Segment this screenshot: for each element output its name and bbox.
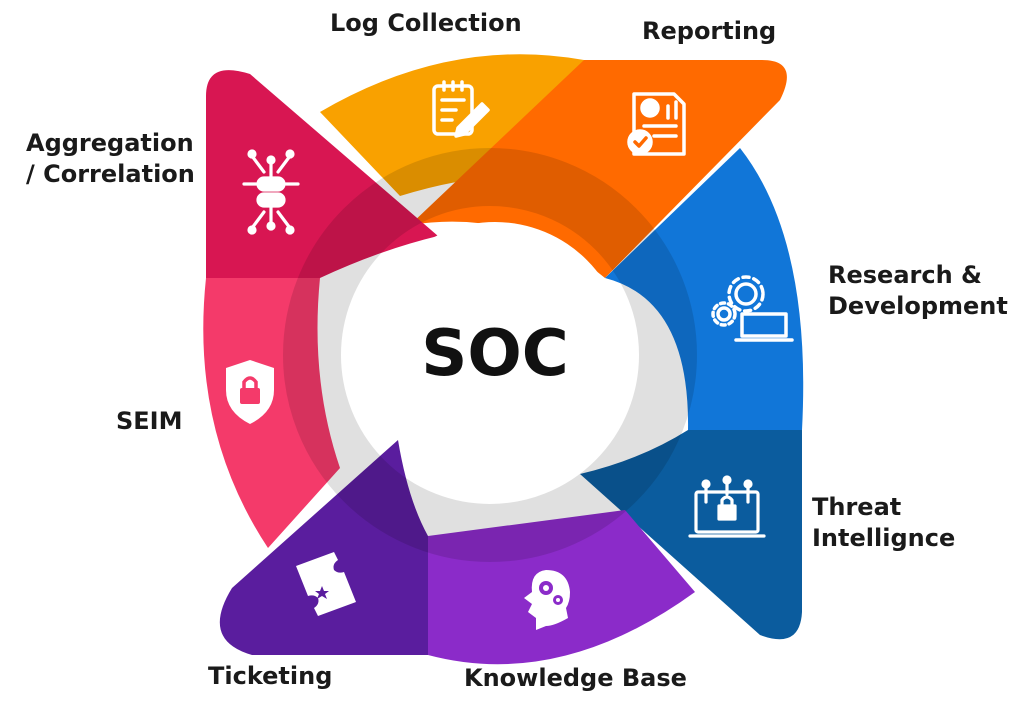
gears-laptop-icon [711,275,794,342]
shield-lock-icon [226,360,274,424]
label-aggregation-correlation: Aggregation / Correlation [26,129,195,188]
report-document-icon [627,92,686,156]
label-log-collection: Log Collection [330,9,522,37]
segment-ticketing [219,440,428,655]
center-circle [365,222,625,482]
label-knowledge-base: Knowledge Base [464,664,687,692]
label-reporting: Reporting [642,17,777,45]
label-ticketing: Ticketing [208,662,333,690]
center-label: SOC [421,317,568,391]
segment-research-development [605,148,804,430]
label-threat-intelligence: Threat Intellignce [812,493,956,552]
inner-ring [283,148,697,562]
label-research-development: Research & Development [828,261,1008,320]
checklist-pen-icon [432,80,490,138]
segment-seim [203,278,340,548]
head-gears-icon [524,570,570,630]
segment-aggregation-correlation [206,70,438,278]
laptop-lock-network-icon [688,475,766,538]
ticket-icon [296,552,356,616]
server-network-icon [242,149,300,235]
label-seim: SEIM [116,407,183,435]
